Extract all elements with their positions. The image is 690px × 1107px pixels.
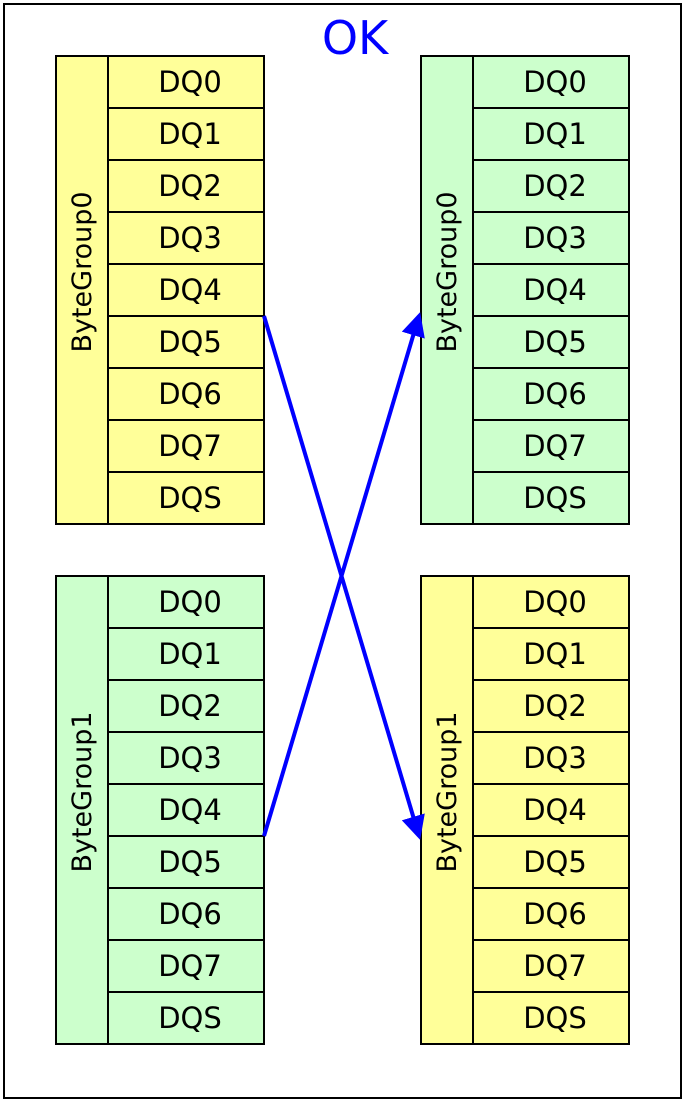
signal-label: DQ3: [523, 221, 587, 255]
signal-label: DQ7: [523, 429, 587, 463]
byte-group-label-cell: [55, 55, 109, 525]
signal-label: DQ1: [158, 117, 222, 151]
byte-group-label: ByteGroup1: [67, 711, 98, 872]
signal-cell: [472, 939, 630, 993]
signal-label: DQ3: [158, 221, 222, 255]
signal-label: DQ5: [158, 845, 222, 879]
byte-group-label-cell: [55, 575, 109, 1045]
signal-cell: [107, 471, 265, 525]
signal-label: DQ1: [523, 117, 587, 151]
signal-cell: [107, 887, 265, 941]
signal-label: DQ7: [523, 949, 587, 983]
signal-label: DQ2: [523, 689, 587, 723]
signal-label: DQ6: [158, 377, 222, 411]
signal-cell: [107, 107, 265, 161]
signal-label: DQ4: [523, 273, 587, 307]
signal-cell: [107, 211, 265, 265]
signal-cell: [107, 939, 265, 993]
signal-cell: [472, 731, 630, 785]
signal-label: DQ6: [523, 897, 587, 931]
signal-label: DQ5: [523, 845, 587, 879]
signal-label: DQ2: [158, 169, 222, 203]
signal-cell: [472, 107, 630, 161]
signal-label: DQ0: [523, 585, 587, 619]
signal-label: DQ0: [158, 65, 222, 99]
byte-group-label: ByteGroup0: [67, 191, 98, 352]
signal-label: DQ1: [523, 637, 587, 671]
signal-label: DQ4: [158, 273, 222, 307]
signal-cell: [107, 627, 265, 681]
signal-label: DQ3: [158, 741, 222, 775]
signal-cell: [472, 783, 630, 837]
byte-group-label: ByteGroup1: [432, 711, 463, 872]
signal-cell: [472, 419, 630, 473]
byte-group-label: ByteGroup0: [432, 191, 463, 352]
signal-label: DQ0: [523, 65, 587, 99]
signal-cell: [107, 575, 265, 629]
signal-label: DQ3: [523, 741, 587, 775]
signal-label: DQ4: [158, 793, 222, 827]
signal-label: DQS: [523, 1001, 587, 1035]
signal-label: DQS: [158, 481, 222, 515]
signal-cell: [472, 367, 630, 421]
signal-label: DQ4: [523, 793, 587, 827]
signal-cell: [472, 315, 630, 369]
signal-label: DQ2: [523, 169, 587, 203]
signal-label: DQ1: [158, 637, 222, 671]
signal-label: DQ7: [158, 949, 222, 983]
diagram-title: OK: [322, 11, 390, 65]
signal-label: DQS: [158, 1001, 222, 1035]
signal-cell: [472, 887, 630, 941]
signal-label: DQ5: [158, 325, 222, 359]
signal-cell: [107, 731, 265, 785]
signal-cell: [107, 419, 265, 473]
signal-label: DQ0: [158, 585, 222, 619]
signal-cell: [107, 315, 265, 369]
signal-cell: [107, 783, 265, 837]
byte-group-label-cell: [420, 55, 474, 525]
signal-label: DQ2: [158, 689, 222, 723]
signal-cell: [472, 471, 630, 525]
signal-label: DQ7: [158, 429, 222, 463]
signal-cell: [107, 991, 265, 1045]
signal-cell: [472, 575, 630, 629]
signal-label: DQS: [523, 481, 587, 515]
signal-cell: [472, 263, 630, 317]
signal-cell: [107, 835, 265, 889]
signal-cell: [472, 211, 630, 265]
signal-cell: [472, 991, 630, 1045]
signal-label: DQ5: [523, 325, 587, 359]
signal-label: DQ6: [158, 897, 222, 931]
signal-label: DQ6: [523, 377, 587, 411]
swap-arrow-bottom-left-to-top-right: [262, 312, 425, 837]
